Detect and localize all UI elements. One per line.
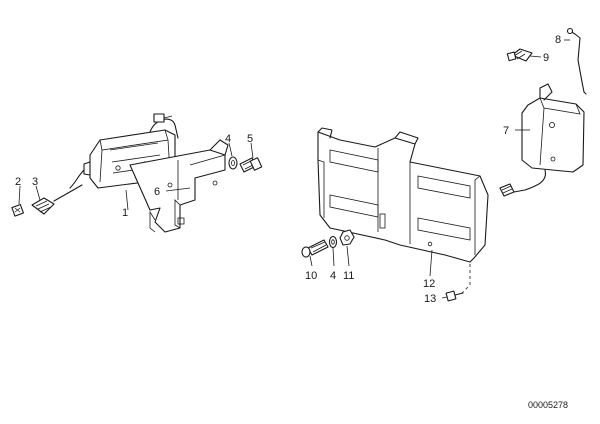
callout-10: 10: [305, 270, 317, 282]
washer-part-4-left: [228, 156, 238, 170]
callout-7: 7: [503, 125, 509, 137]
callout-labels: 2 3 1 6 4 5 8 9 7 10 4 11 12 13: [15, 34, 561, 305]
bolt-part-5: [239, 157, 263, 173]
mounting-plate-part-12: [317, 127, 489, 263]
leader-lines-right: [309, 39, 570, 299]
nut-part-11: [339, 229, 355, 246]
callout-1: 1: [122, 207, 128, 219]
callout-5: 5: [247, 133, 253, 145]
receiver-box-part-7: [499, 83, 585, 197]
connector-part-3: [31, 184, 83, 215]
callout-6: 6: [154, 186, 160, 198]
screw-part-13: [445, 290, 464, 302]
callout-2: 2: [15, 176, 21, 188]
callout-4-left: 4: [225, 133, 231, 145]
callout-13: 13: [424, 293, 436, 305]
plug: [499, 183, 515, 197]
bolt-part-10: [301, 239, 329, 258]
callout-9: 9: [543, 52, 549, 64]
connector-part-9: [506, 48, 533, 62]
left-assembly: [11, 113, 263, 233]
washer-part-4-right: [328, 235, 338, 249]
leader-lines-left: [18, 142, 254, 211]
document-number: 00005278: [528, 400, 568, 410]
callout-12: 12: [423, 278, 435, 290]
callout-3: 3: [32, 176, 38, 188]
right-assembly: [301, 27, 587, 302]
callout-4-right: 4: [330, 270, 336, 282]
antenna-part-8: [566, 27, 587, 95]
screw-part-2: [11, 203, 24, 217]
bracket-part-6: [129, 139, 229, 233]
callout-8: 8: [555, 34, 561, 46]
callout-11: 11: [343, 270, 354, 282]
